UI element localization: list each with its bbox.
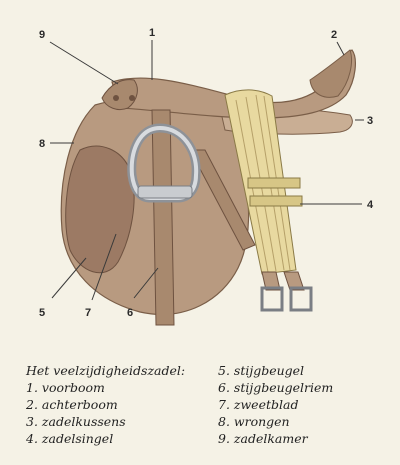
flap-strap <box>189 149 256 251</box>
stirrup-leather <box>151 109 175 326</box>
callout-8: 8 <box>39 138 45 150</box>
callout-4: 4 <box>367 199 374 211</box>
leader-7 <box>91 233 117 301</box>
pommel-stud <box>113 95 119 101</box>
leader-5 <box>51 257 87 299</box>
girth <box>224 89 305 291</box>
girth-buckle-left <box>260 286 284 312</box>
callout-5: 5 <box>39 307 45 319</box>
leader-9 <box>49 41 119 85</box>
legend-item-8: 8. wrongen <box>218 414 290 429</box>
callout-6: 6 <box>127 307 133 319</box>
cantle <box>309 49 352 98</box>
knee-roll <box>65 145 135 274</box>
girth-buckle-right <box>289 286 313 312</box>
callout-9: 9 <box>39 29 45 41</box>
legend-item-7: 7. zweetblad <box>218 397 299 412</box>
saddle-illustration: 1 2 3 4 5 6 7 8 9 <box>39 27 374 326</box>
leader-2 <box>336 41 345 56</box>
leader-6 <box>133 267 159 299</box>
legend-item-1: 1. voorboom <box>26 380 105 395</box>
legend-item-5: 5. stijgbeugel <box>218 363 305 378</box>
legend-item-2: 2. achterboom <box>26 397 118 412</box>
callout-2: 2 <box>331 29 337 41</box>
stirrup-tread <box>137 185 193 199</box>
callout-1: 1 <box>149 27 155 39</box>
callout-3: 3 <box>367 115 373 127</box>
legend-column-left: Het veelzijdigheidszadel: 1. voorboom 2.… <box>26 362 185 447</box>
legend-item-3: 3. zadelkussens <box>26 414 126 429</box>
legend-item-9: 9. zadelkamer <box>218 431 308 446</box>
legend-item-4: 4. zadelsingel <box>26 431 114 446</box>
legend-item-6: 6. stijgbeugelriem <box>218 380 334 395</box>
callout-7: 7 <box>85 307 91 319</box>
legend-title: Het veelzijdigheidszadel: <box>26 363 186 378</box>
legend-column-right: 5. stijgbeugel 6. stijgbeugelriem 7. zwe… <box>218 362 333 447</box>
pommel-stud-2 <box>129 95 135 101</box>
